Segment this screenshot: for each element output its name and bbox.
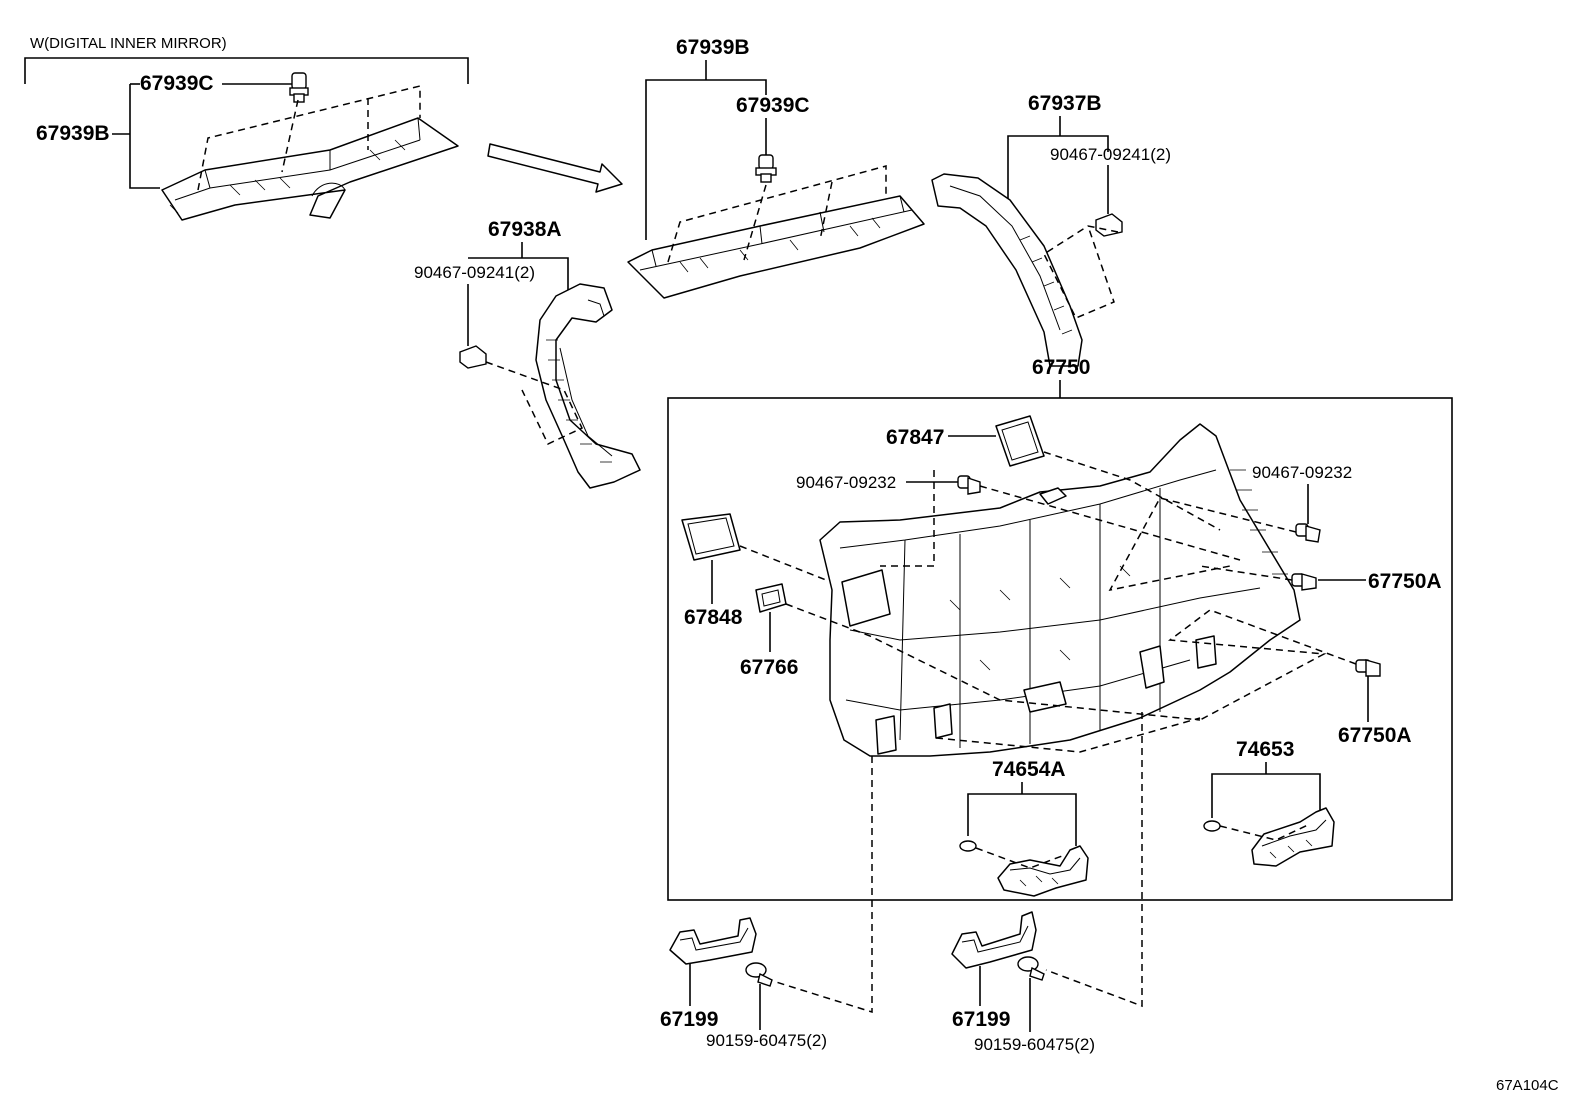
transition-arrow-icon — [487, 143, 623, 193]
label-67750A-lower[interactable]: 67750A — [1338, 724, 1412, 747]
washer-74654A-icon — [959, 840, 977, 852]
label-67938A[interactable]: 67938A — [488, 218, 562, 241]
clip-90467-09232-left-icon — [957, 475, 981, 495]
bracket-67199-right-part — [951, 911, 1037, 969]
cover-67848-part — [681, 513, 741, 561]
label-90467-09232-right[interactable]: 90467-09232 — [1252, 463, 1352, 482]
label-67847[interactable]: 67847 — [886, 426, 944, 449]
label-67939C-variant[interactable]: 67939C — [140, 72, 214, 95]
variant-bracket — [24, 57, 469, 84]
label-90467-09232-left[interactable]: 90467-09232 — [796, 473, 896, 492]
label-67848[interactable]: 67848 — [684, 606, 743, 629]
clip-90467-09241-left-icon — [459, 345, 487, 369]
label-90467-09241-left[interactable]: 90467-09241(2) — [414, 263, 535, 282]
clip-67750A-upper-icon — [1291, 573, 1317, 591]
label-74654A[interactable]: 74654A — [992, 758, 1066, 781]
label-67199-left[interactable]: 67199 — [660, 1008, 718, 1031]
label-90159-60475-right[interactable]: 90159-60475(2) — [974, 1035, 1095, 1054]
clip-67939C-icon — [755, 154, 777, 183]
striker-74654A-part — [997, 845, 1089, 897]
label-67939B[interactable]: 67939B — [676, 36, 750, 59]
striker-74653-part — [1251, 807, 1335, 867]
label-67766[interactable]: 67766 — [740, 656, 798, 679]
panel-assembly-frame — [667, 397, 1453, 901]
label-67939B-variant[interactable]: 67939B — [36, 122, 110, 145]
label-67750[interactable]: 67750 — [1032, 356, 1090, 379]
variant-note: W(DIGITAL INNER MIRROR) — [30, 35, 227, 52]
label-67199-right[interactable]: 67199 — [952, 1008, 1010, 1031]
bracket-67199-left-part — [669, 917, 757, 965]
bolt-90159-60475-left-icon — [745, 962, 773, 987]
label-67939C[interactable]: 67939C — [736, 94, 810, 117]
header-trim-part — [627, 195, 925, 299]
bracket-67766-part — [755, 583, 787, 613]
cover-67847-part — [995, 415, 1045, 467]
label-67937B[interactable]: 67937B — [1028, 92, 1102, 115]
header-trim-variant-part — [161, 117, 459, 221]
label-74653[interactable]: 74653 — [1236, 738, 1294, 761]
clip-90467-09232-right-icon — [1295, 523, 1321, 543]
label-90159-60475-left[interactable]: 90159-60475(2) — [706, 1031, 827, 1050]
bolt-90159-60475-right-icon — [1017, 956, 1045, 981]
figure-code: 67A104C — [1496, 1077, 1559, 1094]
clip-90467-09241-right-icon — [1095, 213, 1123, 237]
clip-67939C-variant-icon — [289, 72, 309, 103]
pillar-trim-right-part — [931, 173, 1083, 367]
washer-74653-icon — [1203, 820, 1221, 832]
label-67750A-upper[interactable]: 67750A — [1368, 570, 1442, 593]
pillar-trim-left-part — [535, 283, 641, 489]
label-90467-09241-right[interactable]: 90467-09241(2) — [1050, 145, 1171, 164]
clip-67750A-lower-icon — [1355, 659, 1381, 677]
